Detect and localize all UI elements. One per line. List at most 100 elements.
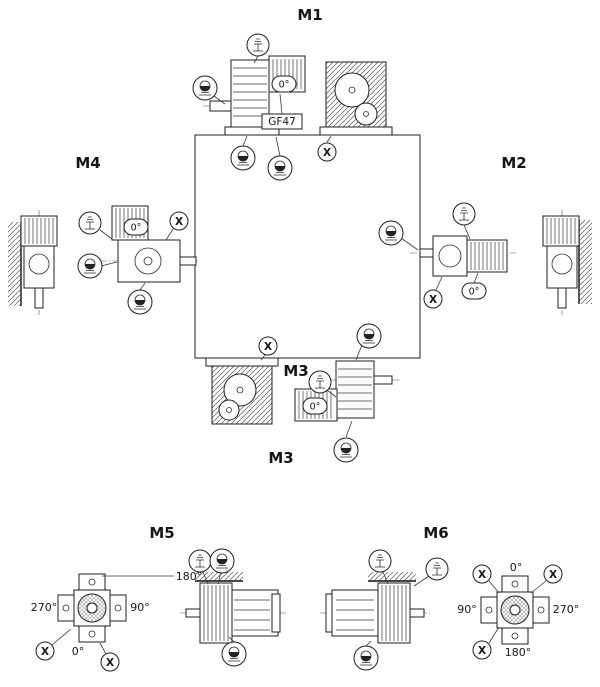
m5-side-view xyxy=(180,572,286,644)
m1-gear-bore-large-center xyxy=(348,86,356,94)
m3-gear-bore-large-center xyxy=(236,386,244,394)
m3-gear-bore-small-center xyxy=(226,407,232,413)
m6-assembly: M6 0° 90 xyxy=(320,524,580,671)
m6-x-leaders xyxy=(488,580,547,644)
m4-x-marker: X xyxy=(169,211,189,231)
oil-plug-icon xyxy=(230,145,256,171)
m5-label: M5 xyxy=(149,524,174,542)
x-marker-text: X xyxy=(106,657,114,669)
x-marker-circle xyxy=(543,564,563,584)
m2-wall-gearbox xyxy=(546,245,578,289)
m5-symbol-leaders xyxy=(202,571,235,643)
m6-x-marker-1: X xyxy=(472,564,492,584)
m5-shaft-bore xyxy=(86,602,98,614)
m2-assembly: M2 0° xyxy=(378,154,592,315)
m3-gearbox-fins xyxy=(338,368,372,410)
breather-valve-icon xyxy=(452,202,476,226)
breather-valve-icon xyxy=(425,557,449,581)
m6-gearbox-fins xyxy=(381,585,407,641)
m6-flange-stub-top xyxy=(501,575,529,593)
oil-plug-icon xyxy=(333,437,359,463)
m2-gearbox xyxy=(432,235,468,277)
m6-flange-stub-right xyxy=(532,596,550,624)
m4-zero-degree-text: 0° xyxy=(131,223,142,234)
m4-gear-circle xyxy=(134,247,162,275)
m4-output-shaft xyxy=(179,256,197,266)
m5-output-shaft xyxy=(185,608,201,618)
x-marker-circle xyxy=(472,564,492,584)
m1-output-shaft xyxy=(209,100,232,112)
m3-zero-badge-outline xyxy=(302,397,328,415)
m6-label: M6 xyxy=(423,524,448,542)
m2-gear-circle xyxy=(438,244,462,268)
m1-label: M1 xyxy=(297,6,322,24)
m4-assembly: M4 0° xyxy=(8,154,200,315)
oil-plug-icon xyxy=(353,645,379,671)
m3-leader-lines xyxy=(260,344,363,438)
x-marker-circle xyxy=(258,336,278,356)
m5-gearbox-fins xyxy=(203,585,229,641)
m2-gearmotor-drawing: 0° xyxy=(410,235,516,300)
x-marker-text: X xyxy=(478,645,486,657)
m6-angle-right: 270° xyxy=(553,603,580,616)
m1-zero-badge-outline xyxy=(271,75,297,93)
x-marker-text: X xyxy=(549,569,557,581)
m1-gear-bore-small-center xyxy=(363,111,369,117)
m3-output-shaft xyxy=(373,375,393,385)
m6-x-marker-3: X xyxy=(472,640,492,660)
m6-side-view xyxy=(320,572,430,644)
m4-wall-shaft xyxy=(34,287,44,309)
m5-flange-stub-right xyxy=(109,594,127,622)
m6-motor-lines xyxy=(336,599,374,631)
m6-bolt-hole-right xyxy=(537,606,545,614)
m2-wall-hatch xyxy=(579,220,592,304)
m3-housing-flange xyxy=(205,357,279,367)
m3-zero-degree-badge: 0° xyxy=(302,397,328,415)
m5-ceiling-hatch xyxy=(195,572,243,581)
m5-assembly: M5 180° 270° 90° 0° X X xyxy=(31,524,286,672)
m1-gearbox-fins xyxy=(233,67,267,117)
oil-plug-icon xyxy=(77,253,103,279)
m6-angle-left: 90° xyxy=(457,603,477,616)
gear-unit-square xyxy=(194,134,421,359)
m6-symbol-leaders xyxy=(365,571,430,647)
m1-model-tag: GF47 xyxy=(261,93,303,130)
m2-label: M2 xyxy=(501,154,526,172)
m4-zero-badge-outline xyxy=(123,218,149,236)
m3-label: M3 xyxy=(268,449,293,467)
m4-wall-hatch xyxy=(8,222,21,306)
m5-bolt-hole-left xyxy=(62,604,70,612)
breather-valve-icon xyxy=(188,549,212,573)
m2-output-shaft xyxy=(419,248,434,258)
m3-detail-label: M3 xyxy=(283,362,308,380)
oil-plug-icon xyxy=(356,323,382,349)
m5-flange-view xyxy=(57,573,127,643)
m4-label: M4 xyxy=(75,154,100,172)
m4-wall-gear-circle xyxy=(28,253,50,275)
m6-angle-bottom: 180° xyxy=(505,646,532,659)
m1-zero-degree-text: 0° xyxy=(279,80,290,91)
oil-plug-icon xyxy=(378,220,404,246)
m5-bolt-hole-right xyxy=(114,604,122,612)
m2-motor-fins xyxy=(470,242,504,270)
m5-motor-endcap xyxy=(271,593,281,633)
m6-shaft-bore xyxy=(509,604,521,616)
m2-zero-badge-outline xyxy=(461,282,487,300)
oil-plug-icon xyxy=(127,289,153,315)
m5-angle-left: 270° xyxy=(31,601,58,614)
m1-x-marker: X xyxy=(317,142,337,162)
m6-ceiling-hatch xyxy=(368,572,416,581)
m1-leader-lines xyxy=(213,55,332,157)
m1-foot-flange xyxy=(224,126,280,136)
m6-x-marker-2: X xyxy=(543,564,563,584)
x-marker-text: X xyxy=(175,216,183,228)
breather-valve-icon xyxy=(308,370,332,394)
m5-x-leaders xyxy=(51,628,107,655)
oil-plug-icon xyxy=(192,75,218,101)
m4-gearbox xyxy=(117,239,181,283)
x-marker-circle xyxy=(35,641,55,661)
gf47-label: GF47 xyxy=(268,116,296,128)
m2-wall-shaft xyxy=(557,287,567,309)
m6-motor xyxy=(331,589,379,637)
